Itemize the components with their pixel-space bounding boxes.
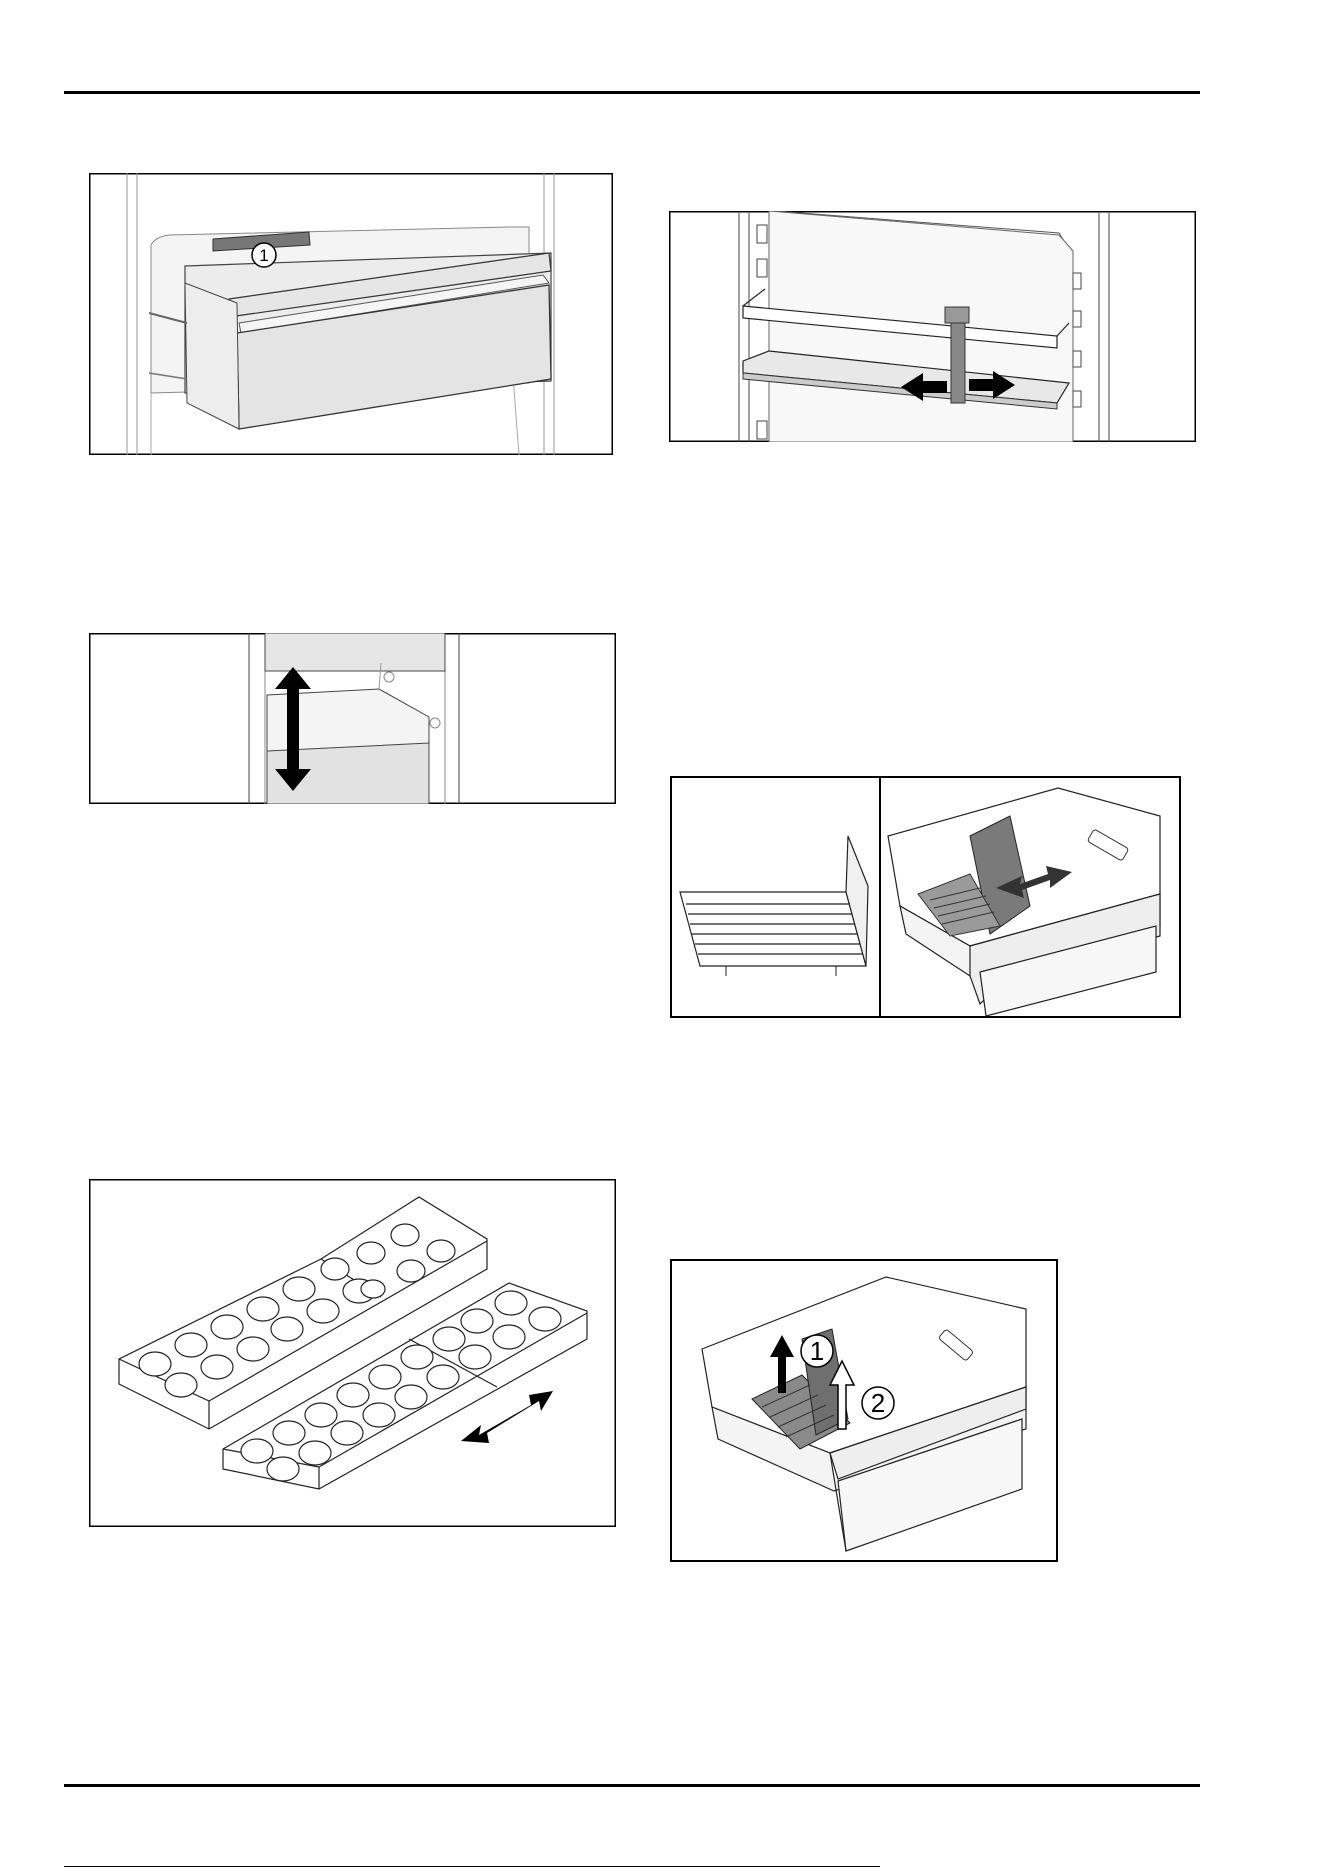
- figure-divider-removal: 1 2: [670, 1259, 1058, 1562]
- top-rule: [64, 91, 1200, 94]
- figure-freezer-divider: [670, 776, 1181, 1018]
- footer-underline: [64, 1866, 880, 1867]
- figure-shelf-bottle-holder: [669, 211, 1196, 442]
- freezer-divider-illustration: [670, 776, 1181, 1018]
- bottom-rule: [64, 1784, 1200, 1787]
- egg-trays-illustration: [89, 1179, 616, 1527]
- drawer-label-illustration: 1: [89, 173, 613, 455]
- callout-number-1: 1: [259, 246, 268, 265]
- figure-egg-trays: [89, 1179, 616, 1527]
- figure-drawer-height: [89, 633, 616, 804]
- callout-number-step-2: 2: [871, 1388, 885, 1418]
- divider-removal-illustration: 1 2: [670, 1259, 1058, 1562]
- drawer-height-illustration: [89, 633, 616, 804]
- shelf-illustration: [669, 211, 1196, 442]
- callout-number-step-1: 1: [810, 1336, 824, 1366]
- figure-drawer-label: 1: [89, 173, 613, 455]
